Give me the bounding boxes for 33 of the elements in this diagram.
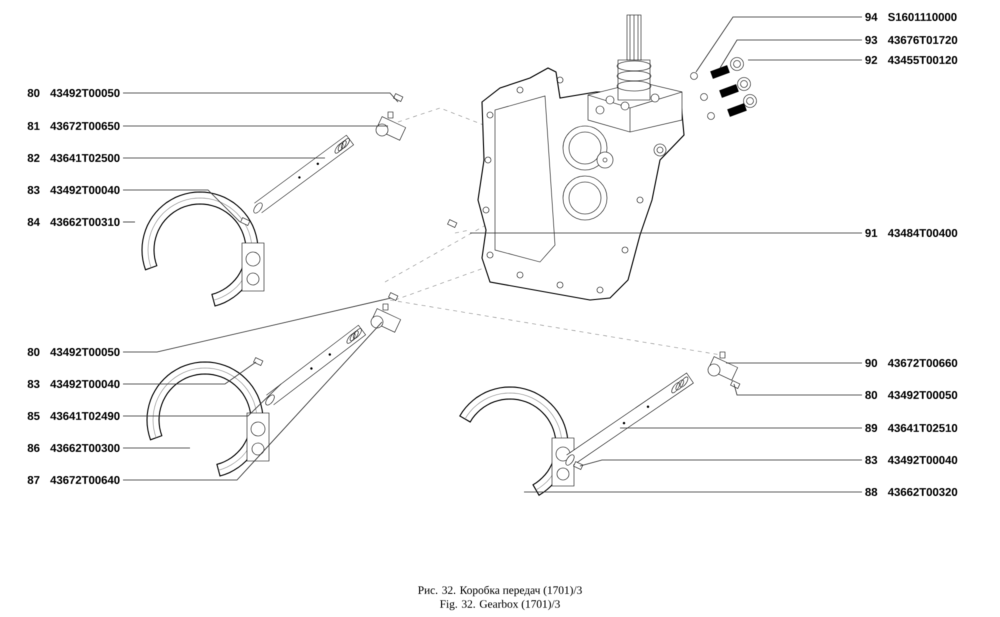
leader-line	[580, 460, 862, 466]
leader-line	[696, 16, 862, 72]
callout-label: 86 43662T00300	[28, 444, 120, 452]
caption: Рис. 32. Коробка передач (1701)/3	[418, 586, 582, 596]
callout-label: 80 43492T00050	[865, 390, 958, 400]
callout-label: 80 43492T00050	[28, 88, 120, 98]
callout-label: 83 43492T00040	[28, 186, 120, 194]
leader-line	[734, 384, 862, 396]
callout-label: 91 43484T00400	[865, 228, 958, 238]
callout-label: 88 43662T00320	[865, 488, 958, 496]
callout-label: 90 43672T00660	[865, 358, 958, 368]
callout-label: 83 43492T00040	[28, 380, 120, 388]
callout-label: 92 43455T00120	[865, 56, 958, 64]
leader-line	[122, 322, 382, 480]
leader-line	[122, 362, 256, 384]
callout-label: 85 43641T02490	[28, 412, 120, 420]
callout-label: 81 43672T00650	[28, 122, 120, 130]
leader-line	[122, 92, 398, 102]
callout-label: 94 S1601110000	[865, 13, 957, 21]
callout-label: 89 43641T02510	[865, 424, 958, 432]
callout-label: 84 43662T00310	[28, 218, 120, 226]
leader-line	[122, 384, 282, 416]
callout-label: 87 43672T00640	[28, 476, 120, 484]
leader-line	[470, 232, 862, 234]
callout-label: 93 43676T01720	[865, 36, 958, 44]
leader-line	[122, 190, 240, 222]
callout-label: 83 43492T00040	[865, 456, 958, 464]
leader-line	[726, 362, 862, 364]
callout-label: 80 43492T00050	[28, 348, 120, 356]
leader-line	[122, 298, 392, 352]
leader-line	[720, 40, 862, 68]
callout-label: 82 43641T02500	[28, 154, 120, 162]
caption: Fig. 32. Gearbox (1701)/3	[440, 600, 560, 610]
